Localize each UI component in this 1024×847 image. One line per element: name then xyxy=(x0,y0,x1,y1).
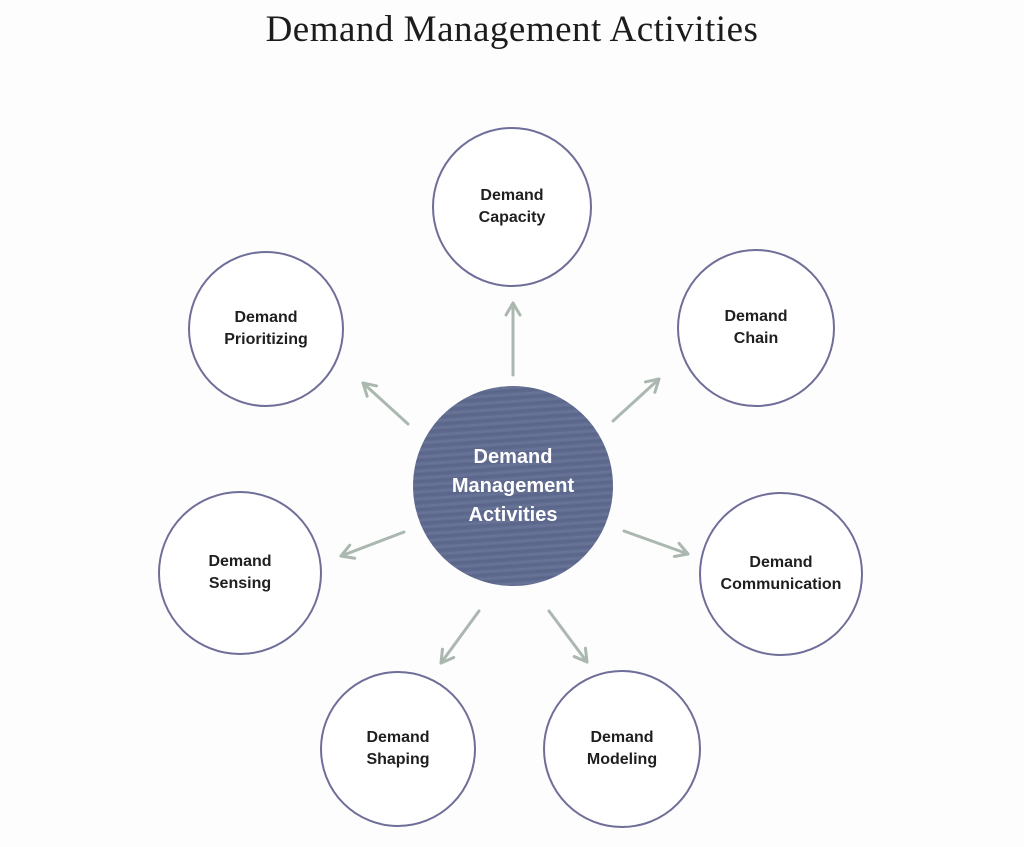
node-label-capacity: Demand Capacity xyxy=(478,187,546,226)
node-capacity: Demand Capacity xyxy=(432,127,592,287)
arrow-to-sensing xyxy=(339,530,406,560)
center-node-label: Demand Management Activities xyxy=(451,445,575,526)
arrow-to-chain xyxy=(611,377,661,423)
node-modeling: Demand Modeling xyxy=(543,670,701,828)
node-label-chain: Demand Chain xyxy=(724,308,788,347)
node-demand-management-activities: Demand Management Activities xyxy=(413,386,613,586)
page-title: Demand Management Activities xyxy=(265,9,759,50)
node-label-prioritizing: Demand Prioritizing xyxy=(224,309,308,348)
node-label-shaping: Demand Shaping xyxy=(366,729,430,768)
arrow-to-communication xyxy=(622,529,690,559)
arrow-to-prioritizing xyxy=(361,381,410,426)
node-chain: Demand Chain xyxy=(677,249,835,407)
node-label-communication: Demand Communication xyxy=(720,554,842,593)
node-sensing: Demand Sensing xyxy=(158,491,322,655)
node-shaping: Demand Shaping xyxy=(320,671,476,827)
node-communication: Demand Communication xyxy=(699,492,863,656)
node-prioritizing: Demand Prioritizing xyxy=(188,251,344,407)
node-label-modeling: Demand Modeling xyxy=(586,729,658,768)
arrow-to-shaping xyxy=(439,609,481,665)
arrow-to-modeling xyxy=(547,609,589,664)
node-label-sensing: Demand Sensing xyxy=(208,553,272,592)
